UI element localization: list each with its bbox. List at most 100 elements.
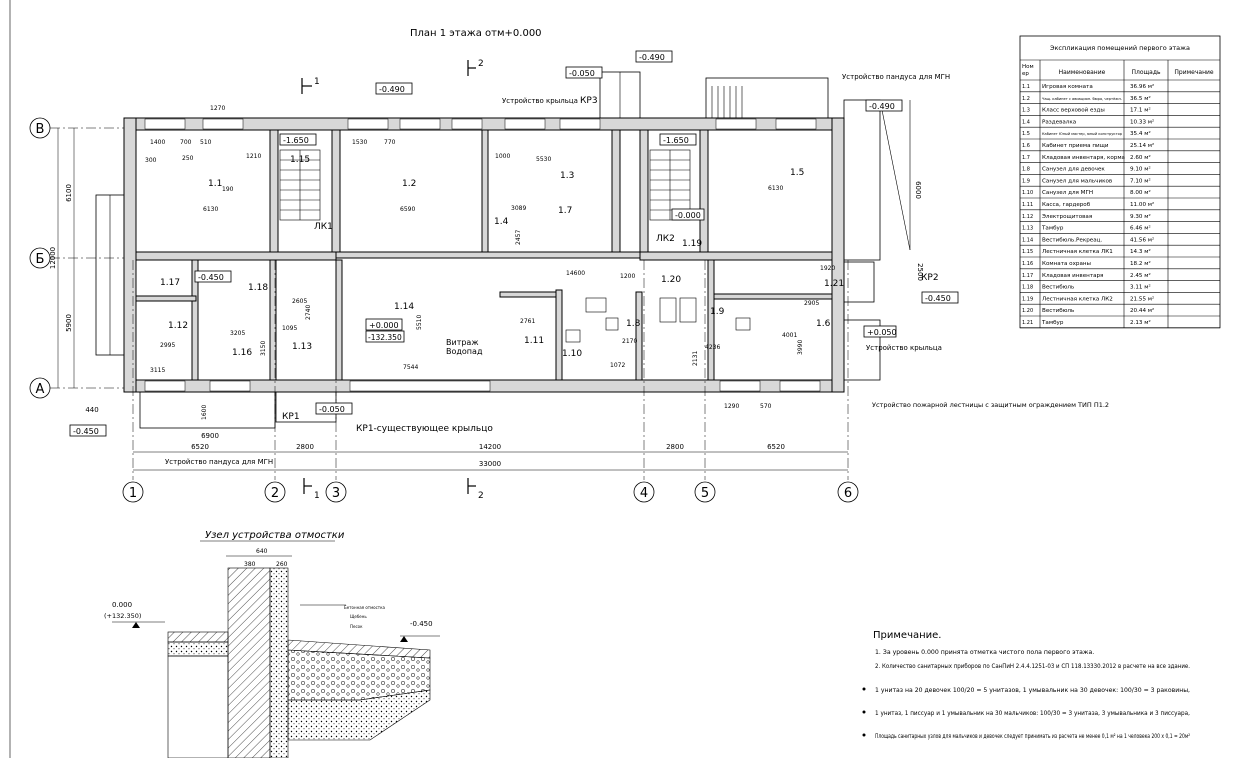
porch-label-kr3: КР3 xyxy=(580,96,598,106)
note-ramp-bottom: Устройство пандуса для МГН xyxy=(165,458,273,466)
dim-label: 2131 xyxy=(692,351,699,366)
dim-left-upper: 6100 xyxy=(65,184,73,202)
explication-cell-area: 14.3 м² xyxy=(1130,248,1151,255)
axis-lines xyxy=(50,127,849,480)
room-label-1-20: 1.20 xyxy=(661,275,681,285)
note-porch-top: Устройство крыльца xyxy=(502,97,578,105)
room-label-1-18: 1.18 xyxy=(248,283,268,293)
room-label-1-21: 1.21 xyxy=(824,279,844,289)
dim-label: 700 xyxy=(180,139,192,146)
explication-cell-name: Касса, гардероб xyxy=(1042,202,1091,208)
explication-cell-area: 11.00 м² xyxy=(1130,201,1154,208)
explication-cell-number: 1.5 xyxy=(1022,131,1030,137)
dim-label: 6130 xyxy=(203,206,218,213)
detail-sand xyxy=(287,689,431,741)
explication-cell-number: 1.14 xyxy=(1022,237,1033,243)
wall-1-11-top xyxy=(499,291,557,298)
windows-top xyxy=(144,118,817,130)
dim-label: 190 xyxy=(222,186,234,193)
axis-bubble-b xyxy=(29,247,51,269)
level-mark: -0.450 xyxy=(925,294,951,303)
dim-left-lower: 5900 xyxy=(65,314,73,332)
dim-label: 570 xyxy=(760,403,772,410)
dim-label: 3115 xyxy=(150,367,165,374)
detail-level-a: 0.000 xyxy=(112,601,132,609)
explication-cell-number: 1.6 xyxy=(1022,143,1030,149)
explication-cell-number: 1.20 xyxy=(1022,308,1033,314)
wall-axis-5 xyxy=(699,129,709,253)
note-item: Площадь санитарных узлов для мальчиков и… xyxy=(875,733,1190,740)
explication-cell-name: Санузел для девочек xyxy=(1042,167,1105,173)
explication-cell-name: Кабинет Юный мастер, юный конструктор xyxy=(1042,132,1123,136)
note-vitrazh: Витраж xyxy=(446,338,479,347)
ramp-left xyxy=(95,194,125,356)
explication-cell-area: 9.10 м² xyxy=(1130,166,1151,173)
level-mark: -0.450 xyxy=(198,273,224,282)
explication-cell-area: 17.1 м² xyxy=(1130,107,1151,114)
explication-cell-name: Санузел для МГН xyxy=(1042,190,1093,196)
explication-cell-number: 1.9 xyxy=(1022,178,1030,184)
explication-cell-number: 1.12 xyxy=(1022,214,1033,220)
axis-bubble-6 xyxy=(837,481,859,503)
level-mark: +0.000 xyxy=(369,321,399,330)
porch-kr3 xyxy=(599,71,641,119)
explication-cell-area: 7.10 м² xyxy=(1130,177,1151,184)
explication-cell-name: Комната охраны xyxy=(1042,261,1091,267)
explication-cell-area: 3.11 м² xyxy=(1130,284,1151,291)
inner-wall-upper-left xyxy=(135,251,337,261)
dim-label: 14600 xyxy=(566,270,585,277)
inner-wall-upper-mid xyxy=(335,251,641,259)
axis-label-3: 3 xyxy=(332,486,340,501)
explication-cell-name: Вестибюль xyxy=(1042,285,1074,291)
room-labels: 1.1 1.2 1.3 1.4 1.5 1.6 1.7 1.8 1.9 1.10… xyxy=(160,155,844,359)
explication-cell-name: Электрощитовая xyxy=(1042,214,1092,220)
axis-bubble-a xyxy=(29,377,51,399)
explication-cell-area: 6.46 м² xyxy=(1130,225,1151,232)
dim-label: 1600 xyxy=(201,405,208,420)
explication-cell-name: Игровая комната xyxy=(1042,84,1093,90)
axis-bubble-4 xyxy=(633,481,655,503)
wall-room-1-3 xyxy=(481,129,489,253)
section-mark-2-top: 2 xyxy=(478,59,484,69)
level-mark: -1.650 xyxy=(283,136,309,145)
dim-label: 770 xyxy=(384,139,396,146)
explication-cell-number: 1.19 xyxy=(1022,296,1033,302)
explication-title: Экспликация помещений первого этажа xyxy=(1050,44,1190,52)
notes: Примечание. 1. За уровень 0.000 принята … xyxy=(862,630,1190,740)
axis-bubble-5 xyxy=(694,481,716,503)
explication-header: Наименование xyxy=(1059,69,1106,76)
dim-label: 1072 xyxy=(610,362,625,369)
wall-1-6-top xyxy=(713,293,833,300)
room-label-1-15: 1.15 xyxy=(290,155,310,165)
explication-cell-name: Чащ. кабинет с авиацион. бюро, чертёжн. xyxy=(1042,97,1122,101)
explication-cell-number: 1.11 xyxy=(1022,202,1033,208)
detail-dim: 380 xyxy=(244,561,256,568)
porch-bottom-right xyxy=(843,319,881,381)
explication-cell-name: Вестибюль xyxy=(1042,308,1074,314)
note-porch-right: Устройство крыльца xyxy=(866,344,942,352)
axis-label-2: 2 xyxy=(271,486,279,501)
level-mark: -0.490 xyxy=(869,102,895,111)
explication-cell-name: Раздевалка xyxy=(1042,119,1076,125)
dim-label: 2905 xyxy=(804,300,819,307)
explication-cell-number: 1.1 xyxy=(1022,84,1030,90)
explication-cell-number: 1.8 xyxy=(1022,167,1030,173)
room-label-1-13: 1.13 xyxy=(292,342,312,352)
dim-label: 3990 xyxy=(797,340,804,355)
dim-label: 4001 xyxy=(782,332,797,339)
axis-label-5: 5 xyxy=(701,486,709,501)
windows-bottom xyxy=(144,380,821,392)
detail-title: Узел устройства отмостки xyxy=(205,530,345,541)
dim-label: 3089 xyxy=(511,205,526,212)
dim-label: 6590 xyxy=(400,206,415,213)
section-mark-2-bottom: 2 xyxy=(478,491,484,501)
stair-lk2 xyxy=(649,149,691,221)
dim-label: 1530 xyxy=(352,139,367,146)
explication-cell-area: 20.44 м² xyxy=(1130,307,1154,314)
ramp-right xyxy=(843,99,911,261)
level-mark: -0.450 xyxy=(73,427,99,436)
wall-1-10 xyxy=(555,289,563,381)
dim-label: 2761 xyxy=(520,318,535,325)
dim-left-total: 12000 xyxy=(49,247,57,269)
axis-label-6: 6 xyxy=(844,486,852,501)
